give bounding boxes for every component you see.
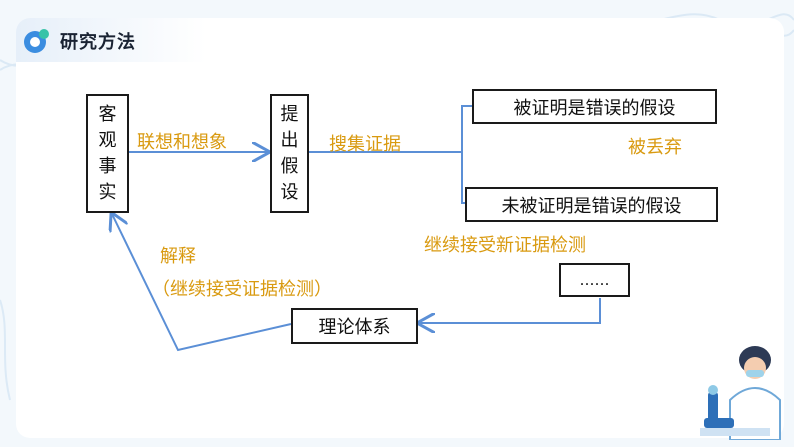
discarded-label: 被丢弃 xyxy=(628,137,682,158)
not-proved-wrong-box: 未被证明是错误的假设 xyxy=(465,187,718,222)
arrow-to-theory xyxy=(419,298,601,323)
association-label: 联想和想象 xyxy=(137,132,227,153)
scientist-microscope-icon xyxy=(700,346,781,440)
theory-system-box: 理论体系 xyxy=(291,308,418,344)
proved-wrong-box: 被证明是错误的假设 xyxy=(472,89,717,124)
content-card xyxy=(16,18,784,438)
continue-testing-label: 继续接受新证据检测 xyxy=(424,235,586,256)
header-band xyxy=(16,18,206,62)
circle-logo-icon xyxy=(24,29,49,53)
arrow-theory-to-facts xyxy=(112,214,292,352)
objective-facts-box: 客 观 事 实 xyxy=(86,94,129,213)
collect-evidence-label: 搜集证据 xyxy=(329,134,401,155)
hypothesis-box: 提 出 假 设 xyxy=(270,94,309,213)
explain-label: 解释 xyxy=(160,246,196,267)
page-title: 研究方法 xyxy=(60,32,136,53)
explain-sub-label: （继续接受证据检测） xyxy=(152,279,332,300)
ellipsis-box: …… xyxy=(559,263,630,297)
